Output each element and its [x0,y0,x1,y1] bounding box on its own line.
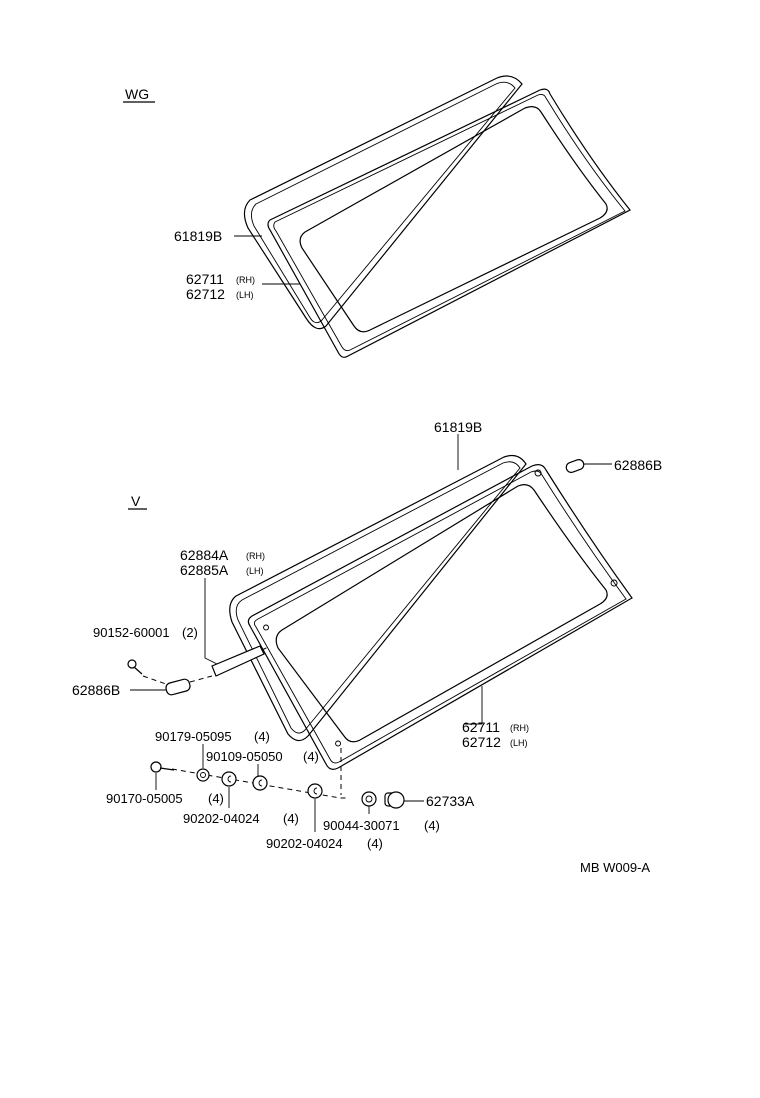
v-lock-leader [204,578,226,669]
v-lock-arm [211,645,271,677]
diagram-code: MB W009-A [580,860,650,875]
v-p4-label: 90202-04024 [183,811,260,826]
v-washer [221,771,237,787]
v-weatherstrip [229,454,527,742]
v-washer [307,783,323,799]
v-clip-mark [610,579,618,587]
v-clip-mark [534,469,542,477]
v-weatherstrip-inner [235,461,521,734]
v-section: V 62886B 61819B 62884A (RH) 62885A (LH) [72,419,662,851]
v-glass-leader [464,686,483,725]
v-washer [252,775,268,791]
v-washer [196,768,210,782]
v-screw-qty: (2) [182,625,198,640]
v-weatherstrip-label: 61819B [434,419,482,435]
v-lock-lh-label: 62885A [180,562,229,578]
wg-glass-rh-label: 62711 [186,271,224,287]
v-p3-qty: (4) [208,791,224,806]
v-hinge-left-label: 62886B [72,682,120,698]
v-screw-dash [142,675,167,685]
v-p2-label: 90109-05050 [206,749,283,764]
v-screw-part [127,659,143,675]
v-clip-mark [335,740,341,747]
v-section-title: V [131,493,141,509]
v-lock-rh-tag: (RH) [246,551,265,561]
v-p6-qty: (4) [424,818,440,833]
v-p5-qty: (4) [367,836,383,851]
v-p6-label: 90044-30071 [323,818,400,833]
v-knob-label: 62733A [426,793,475,809]
v-bolt-part [150,761,175,773]
v-lock-rh-label: 62884A [180,547,229,563]
v-p4-qty: (4) [283,811,299,826]
wg-rh-tag: (RH) [236,275,255,285]
v-knob-part [384,791,405,809]
v-glass-edge [253,470,627,764]
v-glass-rh-label: 62711 [462,719,500,735]
v-screw-label: 90152-60001 [93,625,170,640]
wg-glass-window [299,106,608,333]
v-p3-label: 90170-05005 [106,791,183,806]
v-glass-outer [247,464,633,770]
v-hinge-top-label: 62886B [614,457,662,473]
v-p5-label: 90202-04024 [266,836,343,851]
wg-weatherstrip-inner [251,81,516,324]
v-hinge-top-part [565,459,612,473]
wg-lh-tag: (LH) [236,290,254,300]
v-p1-qty: (4) [254,729,270,744]
v-hinge-left-part [165,675,213,696]
wg-weatherstrip [243,75,523,330]
v-p2-qty: (4) [303,749,319,764]
v-clip-mark [263,624,269,631]
wg-weatherstrip-label: 61819B [174,228,222,244]
wg-section-title: WG [125,86,149,102]
v-glass-lh-label: 62712 [462,734,501,750]
v-lock-lh-tag: (LH) [246,566,264,576]
wg-glass-outer [267,88,631,358]
wg-glass-edge [273,93,626,352]
v-nut-part [361,791,377,807]
v-p1-label: 90179-05095 [155,729,232,744]
v-glass-rh-tag: (RH) [510,723,529,733]
v-glass-window [275,484,608,743]
v-glass-lh-tag: (LH) [510,738,528,748]
wg-section: WG 61819B 62711 (RH) 62712 (LH) [123,75,631,358]
wg-glass-lh-label: 62712 [186,286,225,302]
